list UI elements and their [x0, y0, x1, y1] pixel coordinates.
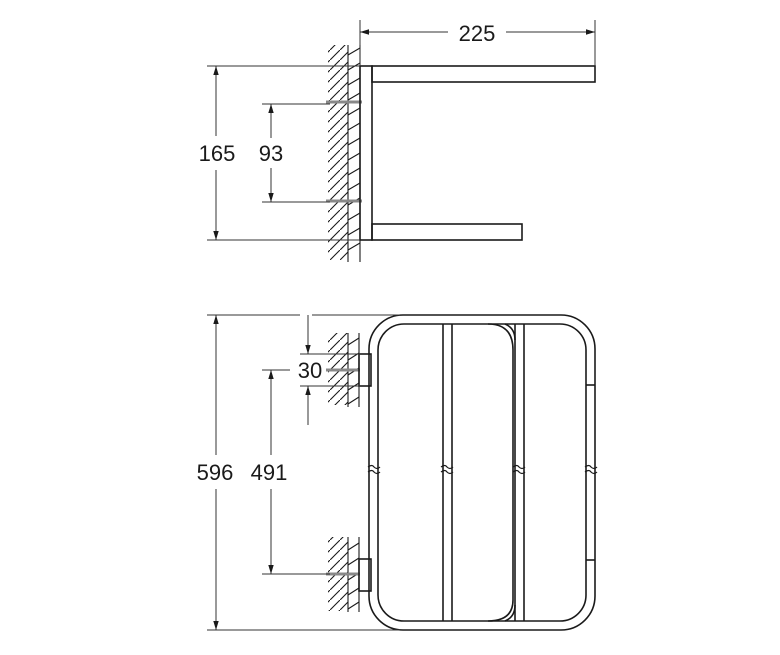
mount-bracket-bottom	[358, 558, 372, 592]
front-view: 596 491 30	[197, 314, 598, 631]
dim-596: 596	[197, 314, 400, 631]
dim-30: 30	[298, 315, 360, 425]
wall-hatch-bottom	[326, 537, 360, 612]
mount-bracket-top	[358, 353, 372, 387]
dim-93: 93	[259, 103, 330, 203]
dim-225: 225	[359, 20, 596, 66]
wall-hatch-top	[326, 333, 360, 407]
break-marks	[367, 464, 598, 475]
dim-label-165: 165	[199, 141, 236, 166]
dim-491: 491	[251, 369, 330, 575]
dim-label-225: 225	[459, 21, 496, 46]
wall-hatch-side	[328, 45, 361, 262]
side-view: 225 165 93	[199, 20, 596, 262]
dim-label-491: 491	[251, 460, 288, 485]
rack-frame	[367, 314, 598, 631]
dim-label-93: 93	[259, 141, 283, 166]
dim-label-596: 596	[197, 460, 234, 485]
dim-label-30: 30	[298, 358, 322, 383]
dim-165: 165	[199, 65, 360, 241]
bracket-side	[359, 65, 596, 241]
